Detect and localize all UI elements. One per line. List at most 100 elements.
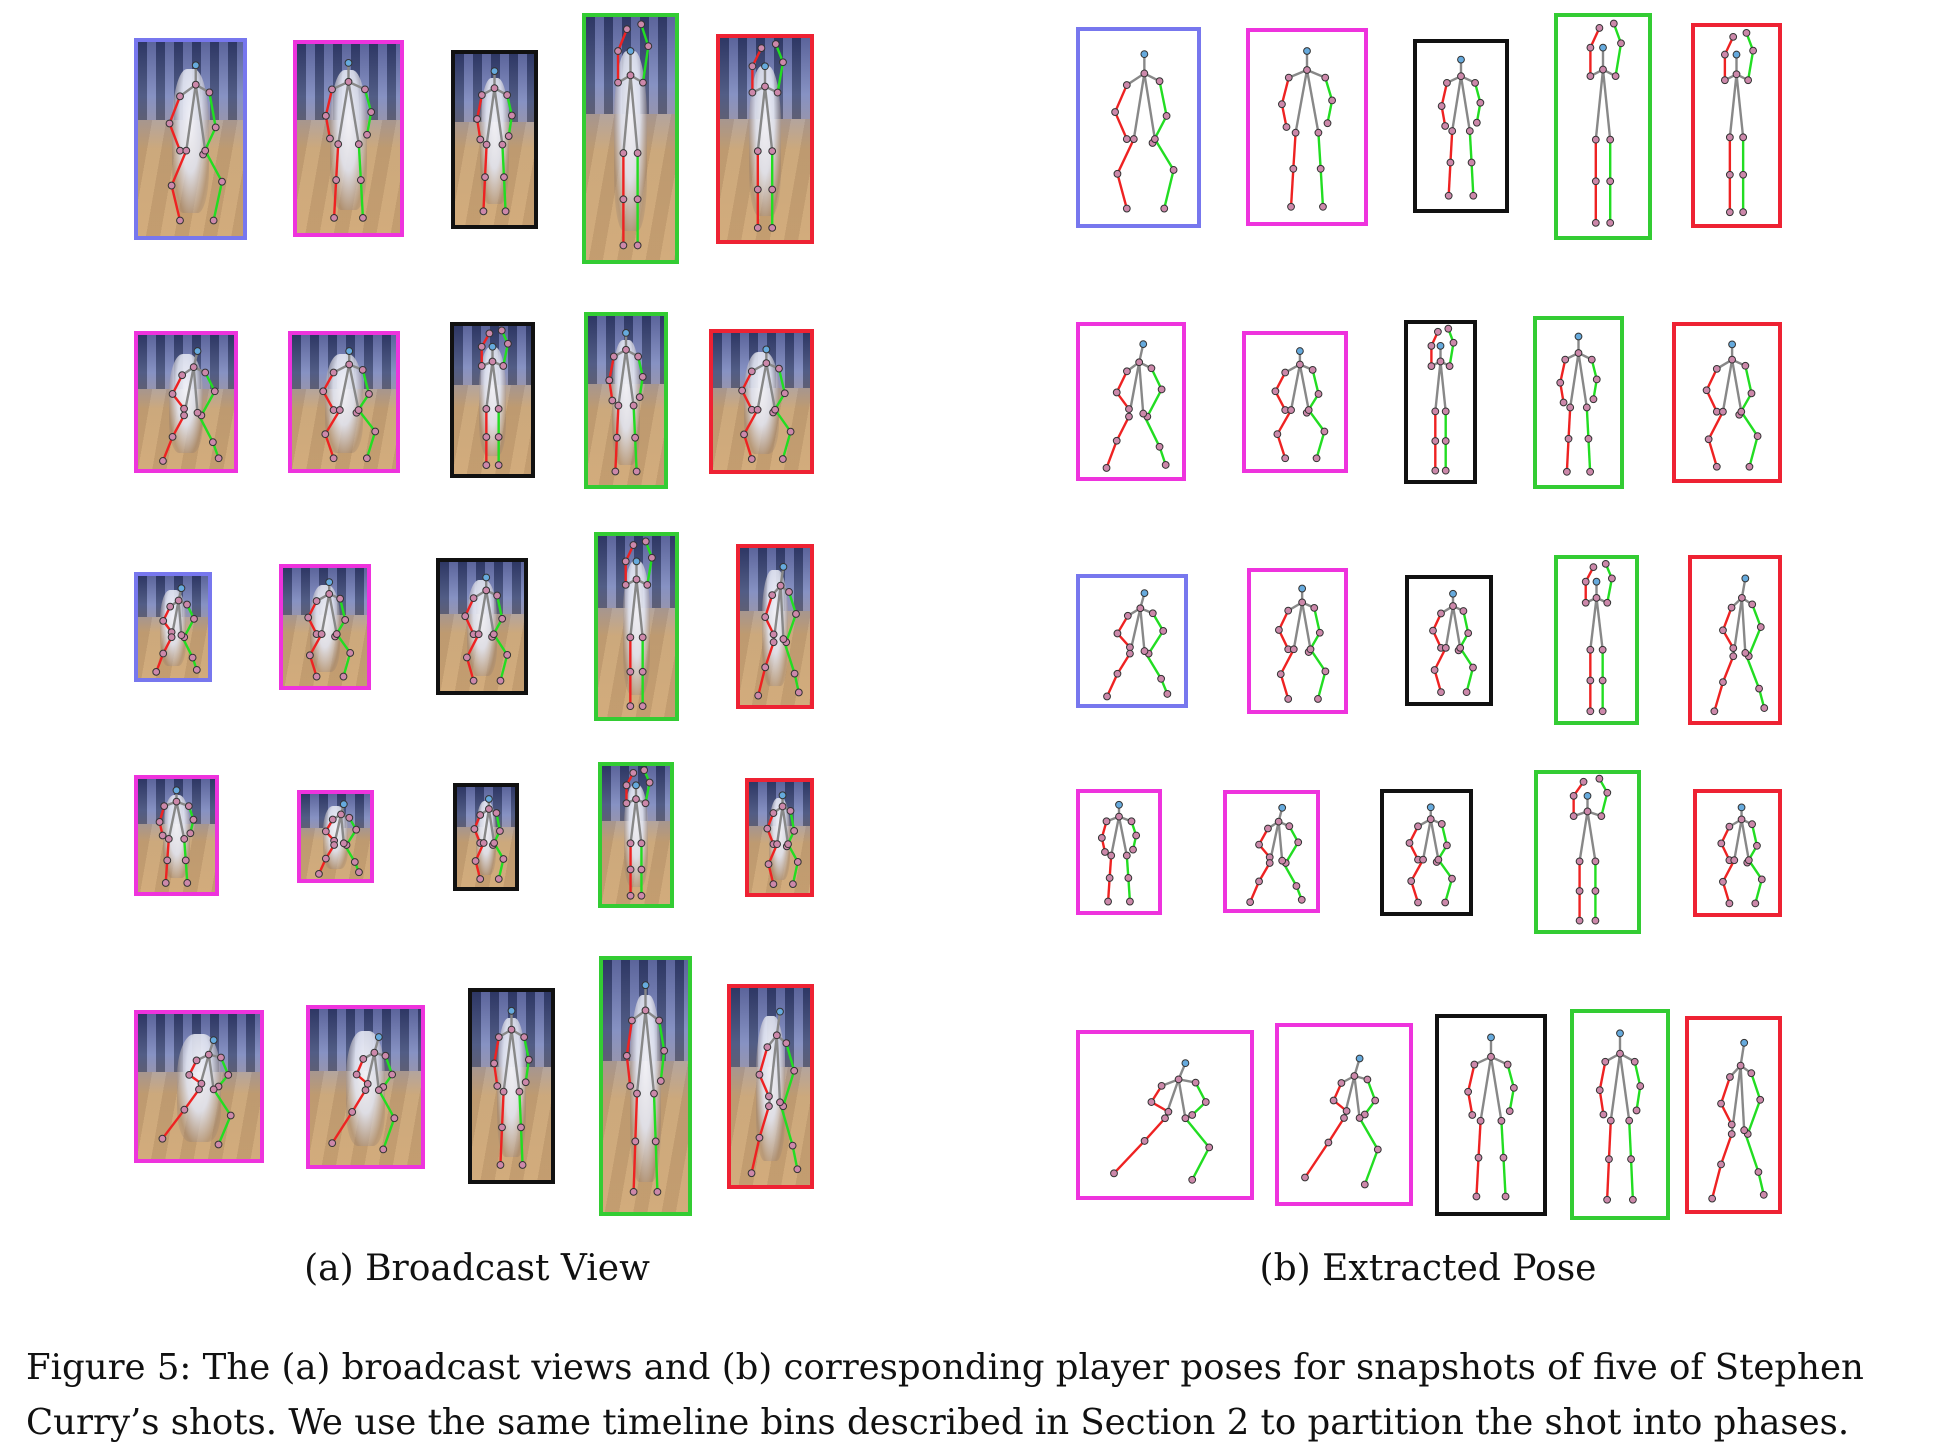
broadcast-frame-r5-c2-skeleton: [328, 1033, 399, 1154]
broadcast-frame-r5-c3-joint-neck: [507, 1025, 516, 1034]
broadcast-frame-r4-c3-joint-la: [494, 875, 503, 883]
broadcast-frame-r5-c4-joint-lk: [651, 1137, 660, 1146]
pose-frame-r2-c3-bone-ls-le: [1448, 342, 1455, 367]
pose-frame-r5-c2-joint-le: [1371, 1096, 1380, 1105]
broadcast-frame-r1-c3-bone-neck-rh: [485, 88, 496, 145]
pose-frame-r1-c2-joint-rw: [1282, 123, 1291, 131]
pose-frame-r5-c2-joint-lw: [1360, 1110, 1369, 1119]
pose-frame-r3-c5-bone-le-lw: [1747, 626, 1762, 657]
broadcast-frame-r2-c1-joint-lh: [193, 408, 202, 417]
pose-frame-r1-c1-joint-lh: [1150, 135, 1159, 143]
pose-frame-r5-c5-bone-rs-re: [1719, 1076, 1732, 1104]
broadcast-frame-r3-c4-joint-le: [648, 553, 656, 562]
broadcast-frame-r2-c1-joint-head: [193, 347, 202, 355]
pose-frame-r3-c4-joint-neck: [1592, 593, 1601, 602]
pose-frame-r4-c1-joint-le: [1132, 831, 1141, 840]
pose-frame-r4-c5-joint-la: [1751, 899, 1760, 908]
pose-frame-r4-c3-bone-rh-rk: [1410, 859, 1425, 882]
broadcast-frame-r2-c1-skeleton: [159, 347, 223, 465]
broadcast-frame-r4-c2-joint-lk: [350, 858, 359, 866]
broadcast-frame-r1-c2-bone-ls-le: [363, 89, 373, 113]
broadcast-frame-r2-c1-joint-rs: [178, 371, 187, 380]
broadcast-frame-r5-c3-joint-rk: [498, 1123, 506, 1132]
broadcast-frame-r1-c4: [582, 13, 679, 264]
broadcast-frame-r3-c5-joint-ra: [754, 691, 763, 700]
broadcast-frame-r4-c1: [134, 775, 219, 896]
pose-frame-r3-c1-bone-le-lw: [1147, 630, 1165, 655]
broadcast-frame-r4-c1-joint-la: [183, 879, 192, 887]
pose-frame-r2-c3-joint-rk: [1431, 437, 1440, 445]
pose-frame-r3-c2-joint-lk: [1321, 667, 1330, 676]
pose-frame-r3-c1: [1076, 574, 1188, 708]
broadcast-frame-r2-c3-joint-lh: [494, 404, 503, 413]
pose-frame-r1-c3-joint-ra: [1444, 191, 1453, 200]
broadcast-frame-r2-c5: [709, 329, 814, 474]
pose-frame-r4-c5-bone-neck-rh: [1733, 819, 1743, 861]
pose-frame-r5-c3-bone-lk-la: [1502, 1157, 1507, 1197]
pose-frame-r5-c2-bone-neck-lh: [1353, 1075, 1361, 1119]
pose-frame-r5-c5-joint-neck: [1736, 1061, 1745, 1070]
broadcast-frame-r1-c2-joint-lw: [363, 130, 371, 139]
pose-frame-r4-c5-joint-rh: [1730, 856, 1739, 865]
pose-frame-r4-c4-joint-head: [1583, 791, 1592, 800]
pose-frame-r1-c2-joint-ra: [1287, 202, 1295, 211]
pose-frame-r1-c3-joint-rw: [1441, 122, 1450, 130]
broadcast-frame-r3-c2-joint-le: [341, 616, 350, 624]
broadcast-frame-r1-c3-bone-rk-ra: [482, 177, 487, 212]
pose-frame-r4-c3-joint-ra: [1414, 898, 1422, 907]
broadcast-frame-r1-c3-joint-rk: [481, 173, 489, 182]
broadcast-frame-r5-c4-joint-neck: [641, 1006, 650, 1015]
broadcast-frame-r1-c1-joint-lk: [218, 177, 226, 186]
broadcast-frame-r1-c1-joint-neck: [191, 80, 200, 89]
pose-frame-r1-c4-skeleton: [1586, 19, 1625, 227]
pose-frame-r3-c1-joint-la: [1163, 690, 1172, 698]
broadcast-frame-r2-c2-bone-neck-rh: [338, 364, 351, 411]
pose-frame-r1-c2-bone-neck-lh: [1305, 69, 1320, 133]
pose-frame-r1-c4-bone-neck-lh: [1601, 69, 1612, 140]
pose-frame-r4-c2-joint-re: [1255, 840, 1263, 849]
broadcast-frame-r3-c1-joint-rh: [167, 633, 176, 642]
pose-frame-r5-c1: [1076, 1030, 1254, 1200]
pose-frame-r5-c4-joint-rs: [1601, 1057, 1610, 1066]
pose-frame-r4-c1-bone-neck-rh: [1110, 816, 1121, 856]
broadcast-frame-r1-c2-bone-lh-lk: [357, 144, 363, 181]
broadcast-frame-r5-c1-bone-lk-la: [217, 1115, 232, 1145]
pose-frame-r2-c1-joint-lh: [1139, 409, 1148, 418]
broadcast-frame-r4-c5-joint-lh: [784, 840, 792, 849]
broadcast-frame-r1-c5-joint-re: [748, 62, 757, 71]
pose-frame-r1-c5-joint-lk: [1739, 170, 1748, 179]
pose-frame-r2-c5-joint-ra: [1712, 462, 1721, 471]
broadcast-frame-r4-c1-joint-neck: [172, 797, 181, 806]
pose-frame-r1-c1-joint-la: [1160, 204, 1169, 213]
pose-frame-r5-c4-joint-neck: [1616, 1049, 1624, 1058]
pose-frame-r1-c1-bone-neck-lh: [1143, 73, 1157, 140]
broadcast-frame-r2-c4-joint-lw: [635, 393, 644, 402]
pose-frame-r1-c1-joint-lk: [1169, 166, 1178, 174]
pose-frame-r3-c1-joint-neck: [1136, 604, 1145, 613]
broadcast-frame-r4-c5-joint-rk: [764, 860, 773, 869]
pose-frame-r1-c3-joint-lw: [1472, 118, 1481, 127]
broadcast-frame-r5-c4-bone-neck-lh: [644, 1010, 656, 1094]
broadcast-frame-r2-c5-joint-rk: [740, 430, 748, 439]
pose-frame-r3-c3-joint-ls: [1459, 607, 1468, 615]
pose-frame-r4-c1-joint-lk: [1124, 874, 1133, 882]
broadcast-frame-r2-c3-joint-rh: [482, 404, 491, 413]
pose-frame-r2-c3-joint-lh: [1441, 407, 1450, 416]
pose-frame-r3-c2: [1247, 568, 1348, 714]
broadcast-frame-r5-c4-bone-rk-ra: [632, 1141, 637, 1192]
pose-frame-r1-c2-joint-ls: [1321, 73, 1330, 82]
broadcast-frame-r2-c4-bone-lk-la: [633, 437, 638, 472]
pose-frame-r3-c2-bone-ls-le: [1313, 607, 1321, 633]
broadcast-frame-r4-c3-joint-head: [485, 795, 493, 803]
pose-frame-r2-c5-bone-rk-ra: [1707, 438, 1718, 468]
pose-frame-r5-c5-joint-ls: [1747, 1069, 1756, 1078]
pose-frame-r1-c4-joint-rw: [1595, 24, 1604, 32]
broadcast-frame-r4-c3-skeleton: [470, 795, 508, 883]
pose-frame-r4-c3-joint-rs: [1414, 822, 1422, 831]
pose-frame-r1-c1-bone-rs-re: [1113, 84, 1128, 113]
broadcast-frame-r3-c3-joint-neck: [482, 586, 491, 595]
pose-frame-r5-c3-joint-lh: [1497, 1116, 1506, 1125]
broadcast-frame-r5-c5-joint-ra: [747, 1169, 756, 1178]
pose-frame-r4-c2-joint-rh: [1265, 859, 1274, 867]
broadcast-frame-r1-c5-joint-ls: [773, 88, 782, 97]
